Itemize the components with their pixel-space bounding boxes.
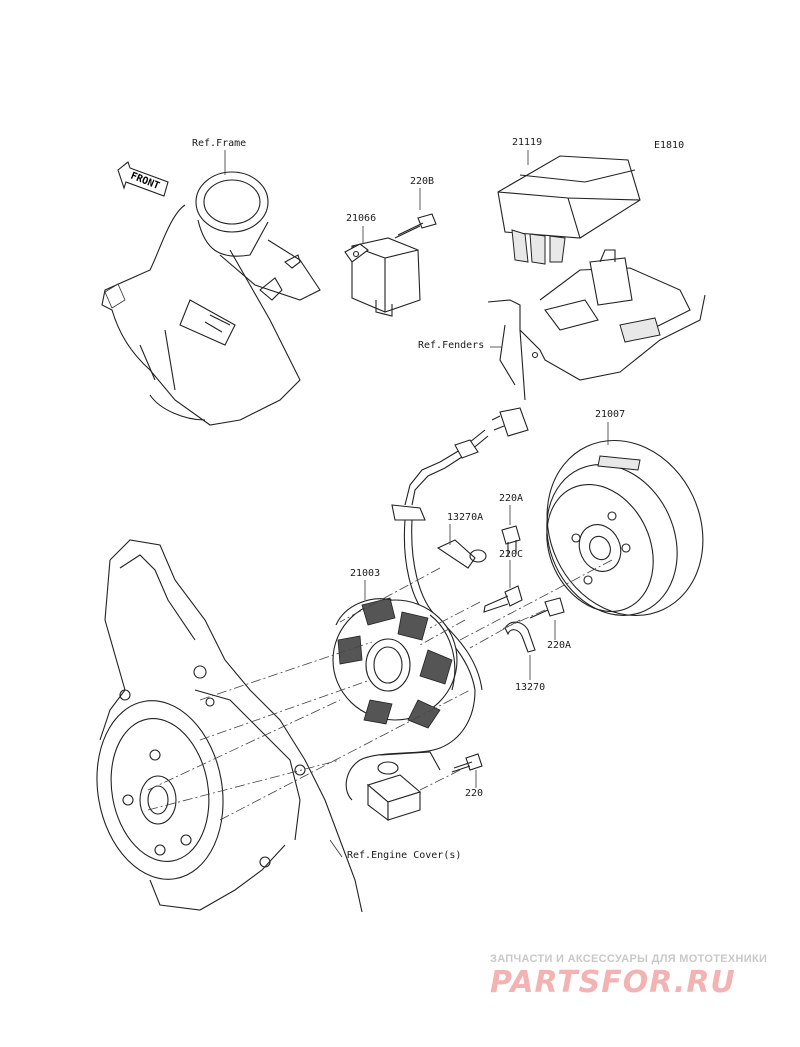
label-21007[interactable]: 21007	[595, 409, 626, 420]
clip-13270a	[436, 539, 487, 569]
fender-part	[487, 249, 706, 401]
label-13270a[interactable]: 13270A	[447, 512, 484, 523]
watermark-subtitle: ЗАПЧАСТИ И АКСЕССУАРЫ ДЛЯ МОТОТЕХНИКИ	[490, 953, 768, 965]
label-220a-bottom[interactable]: 220A	[547, 640, 572, 651]
bolt-220a-bottom	[529, 597, 565, 619]
part-21007-flywheel	[546, 439, 704, 617]
label-220a-top[interactable]: 220A	[499, 493, 524, 504]
engine-cover-part	[96, 539, 363, 913]
clamp-13270	[504, 621, 536, 653]
label-ref-engine-cover[interactable]: Ref.Engine Cover(s)	[347, 850, 462, 861]
label-220c[interactable]: 220C	[499, 549, 524, 560]
frame-part	[101, 171, 321, 426]
label-220b[interactable]: 220B	[410, 176, 435, 187]
label-ref-fenders[interactable]: Ref.Fenders	[418, 340, 485, 351]
label-21066[interactable]: 21066	[346, 213, 377, 224]
stator-harness	[345, 407, 529, 801]
front-arrow-icon: FRONT	[117, 161, 169, 197]
part-21119-regulator	[497, 155, 641, 265]
leader-lines	[224, 150, 609, 858]
part-21003-stator	[332, 597, 458, 729]
bolt-220b	[394, 213, 437, 239]
watermark-logo: PARTSFOR.RU	[490, 965, 736, 1000]
label-21119[interactable]: 21119	[512, 137, 543, 148]
bolt-220	[451, 753, 483, 773]
label-e1810: E1810	[654, 140, 685, 151]
label-13270[interactable]: 13270	[515, 682, 546, 693]
bolt-220a-top	[501, 525, 521, 556]
bolt-220c	[483, 585, 523, 613]
assembly-lines	[147, 559, 613, 821]
part-21066-relay	[344, 237, 421, 317]
pickup-coil	[366, 751, 441, 822]
label-ref-frame[interactable]: Ref.Frame	[192, 138, 247, 149]
label-220[interactable]: 220	[465, 788, 484, 799]
label-21003[interactable]: 21003	[350, 568, 381, 579]
